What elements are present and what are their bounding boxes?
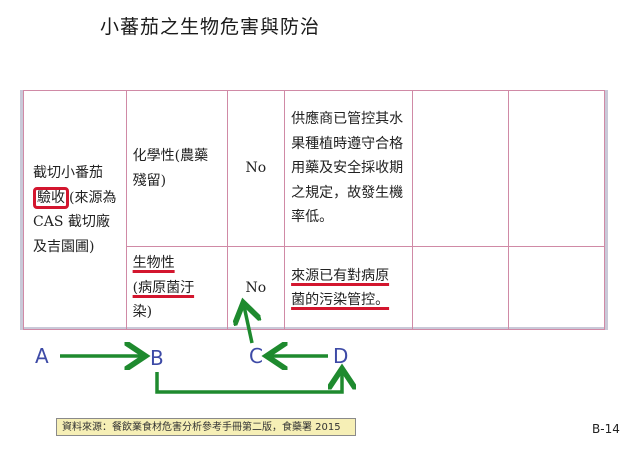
label-b: B xyxy=(150,346,164,370)
significance-cell: No xyxy=(226,90,286,247)
table-row: 截切小番茄驗收(來源為CAS 截切廠及吉園圃) 化學性(農藥殘留) No 供應商… xyxy=(23,90,606,330)
justification-cell: 來源已有對病原 菌的污染管控。 xyxy=(284,246,413,330)
label-c: C xyxy=(249,344,263,368)
empty-cell xyxy=(507,90,606,247)
page-title: 小蕃茄之生物危害與防治 xyxy=(100,16,321,38)
process-step-cell: 截切小番茄驗收(來源為CAS 截切廠及吉園圃) xyxy=(23,90,127,330)
process-step-text: 截切小番茄 xyxy=(33,165,103,181)
significance-value: No xyxy=(245,160,267,177)
justification-line-2: 菌的污染管控。 xyxy=(291,292,390,308)
inspection-highlight-box: 驗收 xyxy=(33,186,69,209)
process-step-source: (來源為CAS 截切廠及吉園圃) xyxy=(33,189,117,255)
empty-cell xyxy=(507,246,606,330)
table-row: 生物性 (病原菌汙 染) No 來源已有對病原 菌的污染管控。 xyxy=(24,246,606,330)
empty-cell xyxy=(411,90,509,247)
hazard-pathogen-end: 染) xyxy=(132,304,153,321)
justification-cell: 供應商已管控其水果種植時遵守合格用藥及安全採收期之規定，故發生機率低。 xyxy=(284,90,413,247)
arrow-b-to-d xyxy=(155,372,342,394)
justification-text: 供應商已管控其水果種植時遵守合格用藥及安全採收期之規定，故發生機率低。 xyxy=(291,111,404,226)
hazard-cell: 生物性 (病原菌汙 染) xyxy=(125,246,228,330)
page-number: B-14 xyxy=(592,422,620,436)
hazard-pathogen: (病原菌汙 xyxy=(132,279,195,296)
hazard-biological: 生物性 xyxy=(132,255,175,272)
label-d: D xyxy=(333,344,349,368)
label-a: A xyxy=(35,344,49,368)
hazard-cell: 化學性(農藥殘留) xyxy=(125,90,228,247)
significance-value: No xyxy=(245,279,267,296)
arrow-c-to-no xyxy=(244,306,252,344)
hazard-analysis-table: 截切小番茄驗收(來源為CAS 截切廠及吉園圃) 化學性(農藥殘留) No 供應商… xyxy=(20,90,608,330)
hazard-chemical: 化學性(農藥殘留) xyxy=(132,148,209,189)
source-note: 資料來源：餐飲業食材危害分析參考手冊第二版，食藥署 2015 xyxy=(56,418,356,436)
hazard-table-grid: 截切小番茄驗收(來源為CAS 截切廠及吉園圃) 化學性(農藥殘留) No 供應商… xyxy=(23,90,606,330)
justification-line-1: 來源已有對病原 xyxy=(291,267,390,284)
